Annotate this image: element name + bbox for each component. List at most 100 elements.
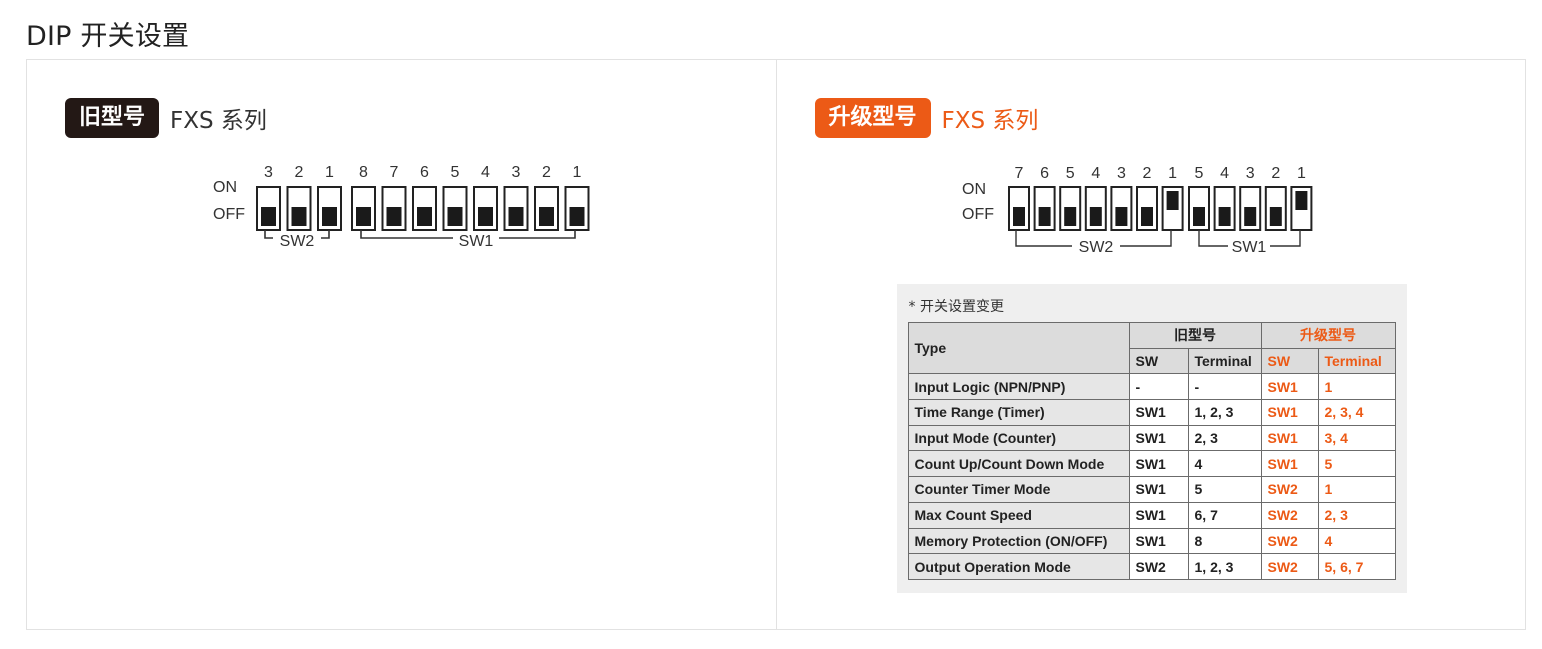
sw2-switch-number: 3 [264, 164, 273, 181]
new-model-badge: 升级型号 [814, 98, 931, 138]
sw1-switch-number: 5 [451, 164, 460, 181]
on-label: ON [962, 181, 986, 198]
type-header: Type [907, 321, 1130, 375]
sw2-label: SW2 [280, 233, 315, 250]
row-type-cell: Input Mode (Counter) [907, 424, 1130, 452]
off-label: OFF [962, 206, 994, 223]
sw1-bracket-right [499, 230, 576, 239]
row-old-terminal-cell: 2, 3 [1187, 424, 1262, 452]
sw2-switch-knob [322, 207, 337, 226]
sw2-switch-knob [261, 207, 276, 226]
row-old-terminal-cell: 5 [1187, 476, 1262, 503]
sw2-switch-knob [291, 207, 307, 226]
new-sw-header: SW [1260, 347, 1319, 375]
sw1-switch-number: 2 [1271, 165, 1280, 182]
row-new-sw-cell: SW1 [1260, 424, 1319, 452]
sw1-switch-knob [386, 207, 402, 226]
row-old-sw-cell: - [1128, 373, 1189, 401]
sw2-switch-number: 2 [295, 164, 304, 181]
sw2-switch-knob [1063, 207, 1076, 226]
sw1-switch-number: 8 [359, 164, 368, 181]
sw2-bracket-right [1119, 230, 1172, 247]
row-new-terminal-cell: 5, 6, 7 [1317, 553, 1396, 580]
sw1-switch-knob [478, 207, 493, 226]
row-old-terminal-cell: 4 [1187, 450, 1262, 478]
sw1-bracket-left [360, 230, 453, 239]
sw1-switch-number: 1 [1296, 165, 1305, 182]
old-terminal-header: Terminal [1187, 347, 1262, 375]
sw2-switch-number: 1 [1168, 165, 1177, 182]
row-type-cell: Output Operation Mode [907, 553, 1130, 580]
table-note: * 开关设置变更 [908, 299, 1004, 315]
new-model-header-cell: 升级型号 [1260, 322, 1396, 349]
sw2-label: SW2 [1078, 239, 1113, 256]
sw2-switch-knob [1038, 207, 1051, 226]
sw1-switch-knob [1243, 207, 1256, 226]
sw1-switch-number: 4 [481, 164, 490, 181]
sw1-label: SW1 [1231, 239, 1266, 256]
row-type-cell: Memory Protection (ON/OFF) [907, 527, 1130, 555]
row-old-sw-cell: SW1 [1128, 501, 1189, 529]
sw2-bracket-left [1014, 230, 1072, 247]
sw1-switch-number: 3 [512, 164, 521, 181]
sw1-switch-knob [1192, 207, 1205, 226]
sw2-switch-knob [1140, 207, 1153, 226]
row-old-sw-cell: SW2 [1128, 553, 1189, 580]
sw2-switch-knob [1089, 207, 1102, 226]
row-old-terminal-cell: 1, 2, 3 [1187, 553, 1262, 580]
sw2-switch-knob [1166, 191, 1179, 210]
sw1-switch-knob [447, 207, 463, 226]
off-label: OFF [213, 206, 245, 223]
sw2-bracket-left [264, 230, 273, 239]
sw2-switch-number: 6 [1040, 165, 1049, 182]
sw1-switch-number: 4 [1220, 165, 1229, 182]
row-new-terminal-cell: 2, 3, 4 [1317, 399, 1396, 426]
row-old-sw-cell: SW1 [1128, 399, 1189, 426]
sw1-switch-knob [508, 207, 524, 226]
row-new-sw-cell: SW1 [1260, 450, 1319, 478]
row-new-terminal-cell: 4 [1317, 527, 1396, 555]
sw1-switch-knob [417, 207, 432, 226]
sw2-switch-number: 3 [1116, 165, 1125, 182]
sw1-switch-number: 5 [1194, 165, 1203, 182]
row-new-sw-cell: SW2 [1260, 553, 1319, 580]
row-new-terminal-cell: 1 [1317, 476, 1396, 503]
sw1-switch-number: 2 [542, 164, 551, 181]
row-type-cell: Counter Timer Mode [907, 476, 1130, 503]
row-new-terminal-cell: 5 [1317, 450, 1396, 478]
sw2-switch-number: 4 [1091, 165, 1100, 182]
switch-change-table-box: * 开关设置变更 Type 旧型号 升级型号 SW Terminal SW Te… [896, 284, 1407, 593]
old-sw-header: SW [1128, 347, 1189, 375]
sw2-switch-number: 5 [1065, 165, 1074, 182]
sw1-switch-number: 6 [420, 164, 429, 181]
row-new-sw-cell: SW2 [1260, 501, 1319, 529]
sw2-switch-knob [1012, 207, 1025, 226]
row-type-cell: Time Range (Timer) [907, 399, 1130, 426]
row-old-terminal-cell: - [1187, 373, 1262, 401]
page-title: DIP 开关设置 [26, 21, 190, 52]
row-new-terminal-cell: 2, 3 [1317, 501, 1396, 529]
row-new-terminal-cell: 3, 4 [1317, 424, 1396, 452]
row-old-sw-cell: SW1 [1128, 527, 1189, 555]
row-new-terminal-cell: 1 [1317, 373, 1396, 401]
row-old-terminal-cell: 1, 2, 3 [1187, 399, 1262, 426]
row-new-sw-cell: SW1 [1260, 399, 1319, 426]
sw1-switch-number: 3 [1245, 165, 1254, 182]
switch-change-table: Type 旧型号 升级型号 SW Terminal SW Terminal In… [907, 321, 1396, 580]
sw1-switch-knob [1218, 207, 1231, 226]
row-type-cell: Count Up/Count Down Mode [907, 450, 1130, 478]
sw1-label: SW1 [459, 233, 494, 250]
on-label: ON [213, 179, 237, 196]
sw1-switch-knob [1269, 207, 1282, 226]
row-type-cell: Max Count Speed [907, 501, 1130, 529]
new-terminal-header: Terminal [1317, 347, 1396, 375]
